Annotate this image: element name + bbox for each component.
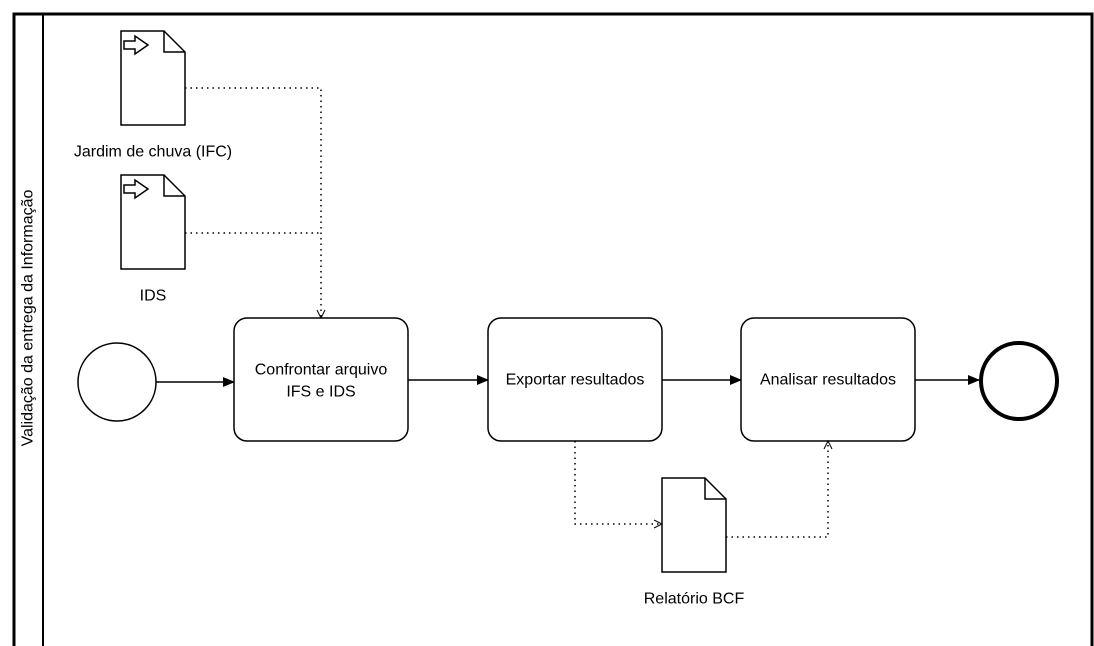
data-input-icon xyxy=(123,178,150,200)
task-export-label: Exportar resultados xyxy=(506,372,645,389)
task-export[interactable]: Exportar resultados xyxy=(487,317,663,442)
pool-border xyxy=(12,12,1094,646)
association-ifc xyxy=(185,87,321,318)
page-fold xyxy=(163,31,185,53)
association-export-to-bcf xyxy=(574,441,662,524)
page-fold xyxy=(163,175,185,197)
association-bcf-to-analyze xyxy=(726,441,828,538)
data-input-ifc-label: Jardim de chuva (IFC) xyxy=(74,144,232,161)
data-input-icon xyxy=(123,34,150,56)
data-object-bcf[interactable]: Relatório BCF xyxy=(644,477,745,608)
task-analyze[interactable]: Analisar resultados xyxy=(740,317,916,442)
document-shape xyxy=(661,477,727,573)
task-confront-line2: IFS e IDS xyxy=(286,384,355,401)
lane-label: Validação da entrega da Informação xyxy=(20,190,37,447)
task-confront-line1: Confrontar arquivo xyxy=(255,362,388,379)
page-fold xyxy=(704,478,726,500)
task-box xyxy=(233,317,409,442)
data-associations-bcf xyxy=(574,441,828,538)
data-input-ids[interactable]: IDS xyxy=(120,174,186,305)
pool: Validação da entrega da Informação xyxy=(12,12,1094,646)
data-associations-inputs xyxy=(185,87,321,318)
sequence-flows xyxy=(156,375,980,387)
start-event[interactable] xyxy=(77,342,157,422)
task-confront[interactable]: Confrontar arquivo IFS e IDS xyxy=(233,317,409,442)
data-object-bcf-label: Relatório BCF xyxy=(644,591,745,608)
data-input-ids-label: IDS xyxy=(140,288,167,305)
task-analyze-label: Analisar resultados xyxy=(760,372,896,389)
end-event[interactable] xyxy=(979,341,1059,421)
data-input-ifc[interactable]: Jardim de chuva (IFC) xyxy=(74,30,232,161)
